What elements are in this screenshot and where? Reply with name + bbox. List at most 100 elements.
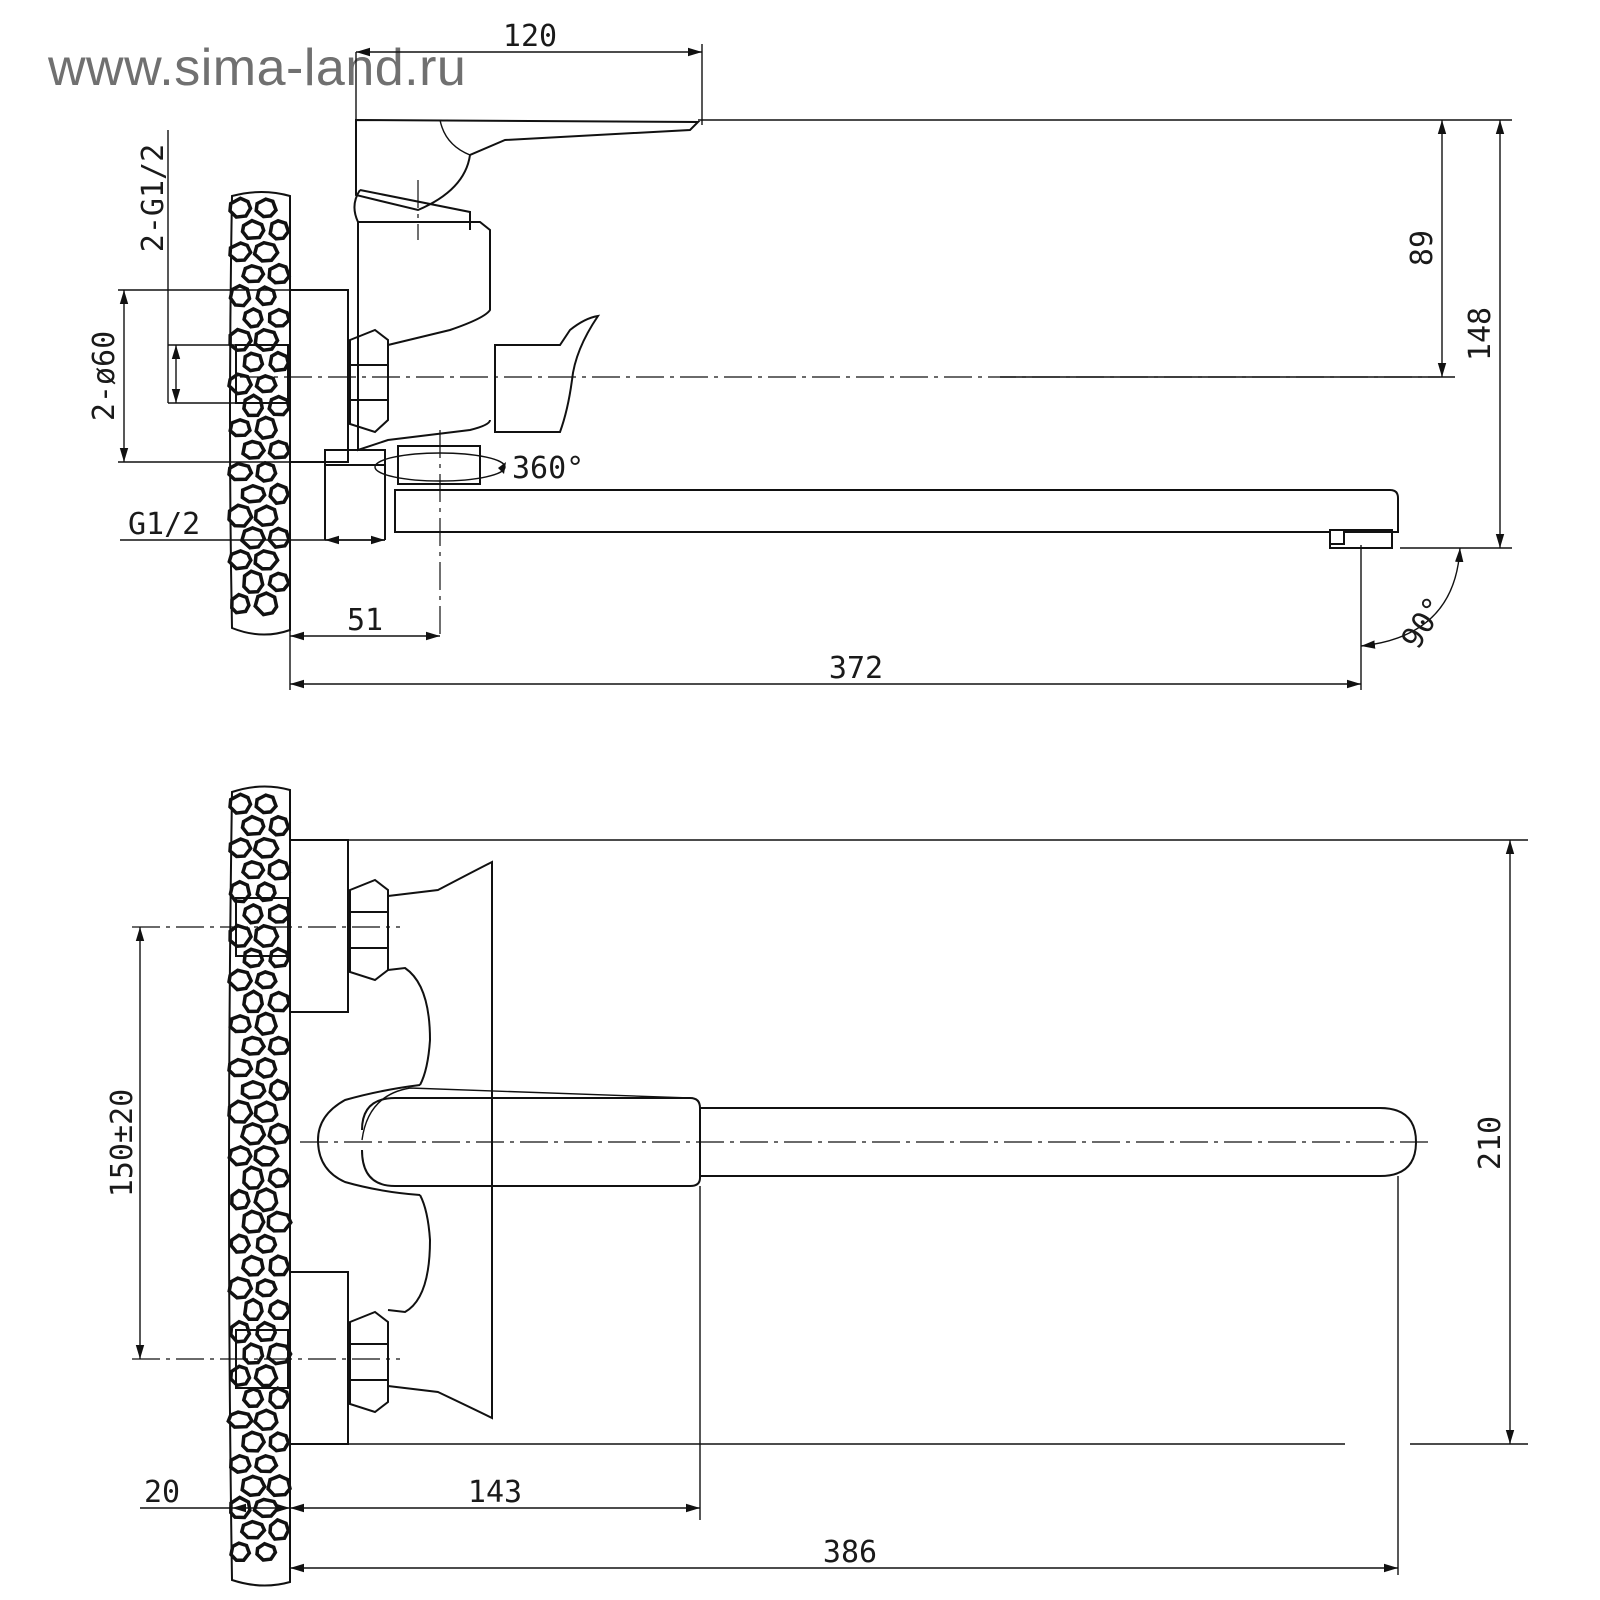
wall-stone: [268, 350, 291, 373]
wall-stone: [268, 946, 291, 969]
wall-stone: [254, 197, 279, 219]
wall-stone: [242, 393, 265, 418]
nut-top-upper: [349, 878, 389, 982]
wall-stone: [241, 859, 266, 880]
dim-spout-reach: 386: [823, 1535, 877, 1570]
wall-stone: [267, 1167, 291, 1189]
dim-eccentric: 20: [144, 1475, 180, 1510]
wall-stone: [268, 1078, 290, 1102]
wall-stone: [253, 1100, 279, 1124]
dim-swivel: 360°: [512, 451, 584, 486]
wall-stone: [253, 923, 280, 949]
wall-stone: [229, 1541, 252, 1563]
wall-stone: [255, 1278, 278, 1298]
wall-stone: [266, 1210, 293, 1233]
dim-outlet-angle: 90°: [1395, 591, 1453, 656]
flange-side: [289, 289, 349, 463]
wall-stone: [253, 1364, 279, 1388]
side-view: 120 89 148 2-G1/2 2-ø60 G1/2 360° 51: [87, 19, 1512, 690]
wall-stone: [268, 814, 291, 837]
spout-side: [394, 489, 1399, 545]
wall-stone: [229, 1453, 252, 1474]
wall-stone: [268, 218, 291, 241]
dim-flange-diameter: 2-ø60: [87, 331, 122, 421]
dim-inlet-thread: 2-G1/2: [136, 144, 171, 252]
wall-stone: [253, 549, 280, 571]
mixer-body-side: [357, 221, 491, 452]
wall-stone: [241, 263, 266, 284]
inlet-stub-side: [235, 344, 289, 404]
wall-stone: [227, 372, 254, 396]
wall-stone: [227, 503, 254, 528]
wall-stone: [255, 1056, 278, 1079]
wall-stone: [253, 327, 280, 353]
wall-stone: [267, 1122, 291, 1145]
wall-stone: [253, 1408, 279, 1432]
wall-stone: [242, 306, 264, 329]
wall-stone: [242, 351, 265, 373]
wall-stone: [227, 968, 254, 992]
wall-stone: [253, 1145, 280, 1167]
wall-stone: [242, 1165, 265, 1190]
wall-stone: [268, 1386, 291, 1410]
wall-stone: [240, 483, 267, 504]
wall-stone: [242, 1297, 264, 1322]
wall-stone: [239, 1519, 267, 1540]
wall-stone: [252, 240, 280, 263]
wall-stone: [267, 903, 292, 924]
wall-stone: [255, 881, 277, 903]
wall-stone: [228, 792, 253, 815]
wall-stone: [227, 1099, 254, 1124]
wall-stone: [255, 460, 278, 483]
wall-section-top: [226, 785, 293, 1587]
wall-stone: [228, 879, 252, 904]
wall-stone: [267, 394, 291, 417]
wall-stone: [239, 526, 267, 550]
nut-side: [349, 328, 389, 434]
wall-stone: [228, 283, 252, 308]
mixer-body-top: [387, 860, 493, 1420]
wall-stone: [242, 1342, 265, 1365]
wall-stone: [228, 196, 253, 219]
dim-handle-length: 120: [503, 19, 557, 54]
wall-stone: [241, 1254, 265, 1277]
wall-stone: [242, 569, 265, 594]
nut-top-lower: [349, 1310, 389, 1414]
wall-stone: [240, 1474, 267, 1498]
outlet-nozzle-side: [324, 449, 386, 540]
wall-stone: [241, 1430, 267, 1453]
cartridge-body-top: [316, 1084, 421, 1196]
dim-handle-reach: 143: [468, 1475, 522, 1510]
dim-handle-height: 89: [1405, 230, 1440, 266]
wall-section-side: [227, 191, 292, 636]
wall-stone: [242, 947, 265, 969]
wall-stone: [228, 241, 253, 263]
wall-stone: [228, 1013, 252, 1034]
wall-stone: [255, 1541, 278, 1562]
wall-stone: [255, 1320, 278, 1343]
wall-stone: [267, 262, 292, 285]
wall-stone: [267, 439, 291, 460]
dim-inlet-spacing: 150±20: [105, 1089, 140, 1197]
wall-stone: [242, 902, 264, 925]
wall-stone: [267, 858, 292, 881]
wall-stone: [252, 836, 280, 859]
wall-stone: [254, 1453, 279, 1474]
wall-stone: [242, 989, 265, 1014]
wall-stone: [253, 504, 279, 528]
flange-top-lower: [289, 1271, 349, 1445]
wall-stone: [228, 1364, 252, 1388]
wall-stone: [241, 1035, 267, 1056]
wall-stone: [254, 970, 278, 990]
wall-stone: [227, 1145, 253, 1167]
wall-stone: [230, 1188, 251, 1211]
swivel-collar-side: [397, 445, 481, 485]
cartridge-cap-side: [353, 189, 471, 230]
wall-stone: [253, 591, 279, 617]
top-view: 150±20 210 20 143 386: [105, 785, 1528, 1587]
wall-stone: [268, 1254, 291, 1277]
wall-stone: [240, 814, 266, 837]
wall-stone: [241, 1209, 266, 1234]
wall-stone: [240, 1079, 267, 1100]
